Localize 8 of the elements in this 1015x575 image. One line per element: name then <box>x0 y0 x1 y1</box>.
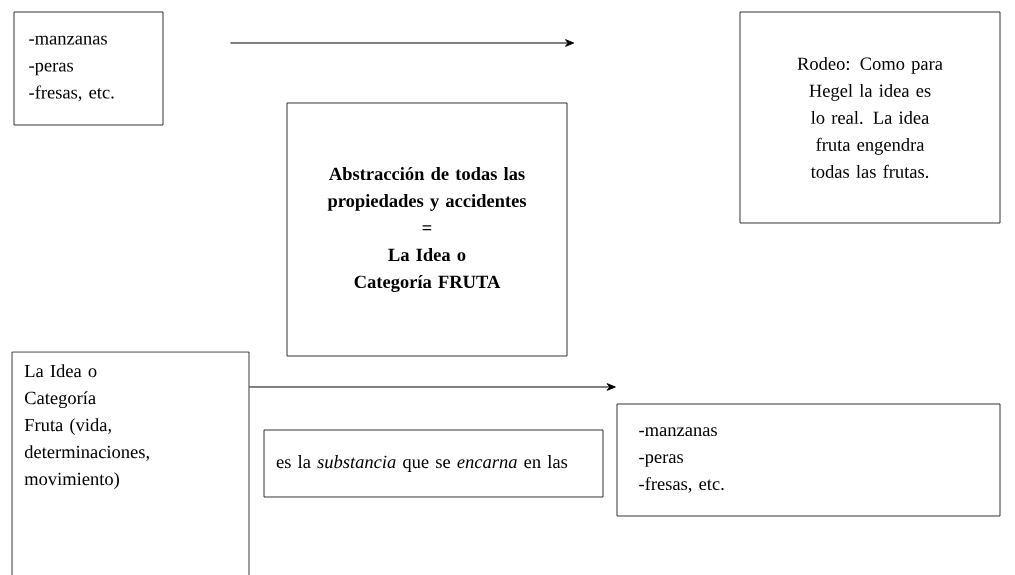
arrow <box>229 39 575 47</box>
concept-box: Abstracción de todas las propiedades y accidentes = La Idea o Categoría FRUTA <box>286 102 568 357</box>
list-box: -manzanas -peras -fresas, etc. <box>13 11 164 126</box>
text-box: es la substancia que se encarna en las <box>263 429 604 498</box>
concept-box: La Idea o Categoría Fruta (vida, determinaciones, movimiento) <box>11 351 250 575</box>
list-box: -manzanas -peras -fresas, etc. <box>616 403 1001 517</box>
arrow <box>248 383 616 391</box>
note-box: Rodeo: Como para Hegel la idea es lo real. La idea fruta engendra todas las frutas. <box>739 11 1001 224</box>
